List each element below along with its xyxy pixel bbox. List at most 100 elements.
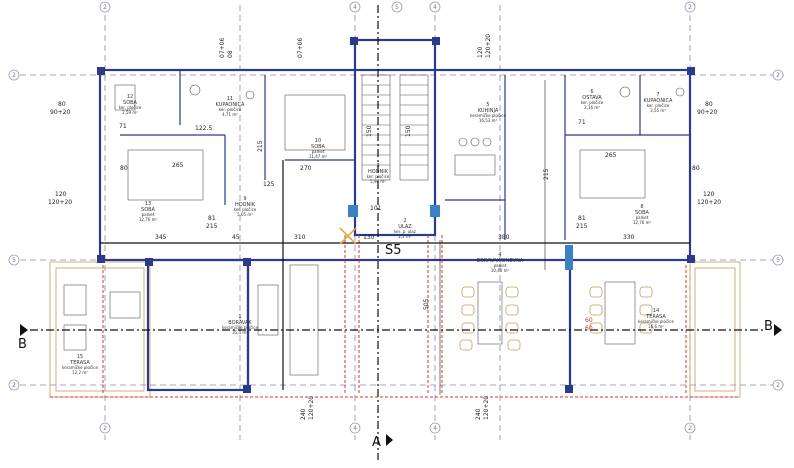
svg-text:BORAVAK/DNEVNA: BORAVAK/DNEVNA — [477, 258, 524, 264]
svg-text:keramičke pločice: keramičke pločice — [470, 113, 506, 118]
svg-text:ker. pločice: ker. pločice — [581, 100, 604, 105]
svg-text:60: 60 — [585, 325, 593, 332]
svg-text:505: 505 — [423, 298, 430, 310]
svg-text:S5: S5 — [385, 243, 402, 258]
svg-text:120: 120 — [477, 46, 484, 58]
room-5: 5 KUHINJA keramičke pločice 16,53 m² — [470, 102, 506, 123]
svg-text:7: 7 — [656, 92, 659, 98]
svg-text:80: 80 — [692, 165, 700, 172]
svg-text:2: 2 — [403, 218, 406, 224]
svg-text:2,16 m²: 2,16 m² — [584, 105, 600, 110]
svg-text:215: 215 — [206, 223, 218, 230]
svg-text:16,53 m²: 16,53 m² — [479, 118, 498, 123]
room-10: 10 SOBA parket 11,47 m² — [309, 138, 328, 159]
svg-text:11: 11 — [227, 96, 233, 102]
svg-text:345: 345 — [155, 234, 167, 241]
room-3: 3 HODNIK ker. pločice 5,90 m² — [367, 163, 390, 184]
svg-text:07+06: 07+06 — [219, 38, 226, 58]
room-6: 6 OSTAVA ker. pločice 2,16 m² — [581, 89, 604, 110]
section-marker-b-left: B — [18, 324, 28, 352]
upper-floor-outline — [50, 235, 740, 398]
svg-text:ker. p. ulaz: ker. p. ulaz — [394, 229, 416, 234]
svg-text:5: 5 — [486, 102, 489, 108]
svg-text:4: 4 — [353, 425, 357, 432]
room-15: 15 TERASA keramičke pločice 12,2 m² — [62, 354, 98, 375]
room-7: 7 KUPAONICA ker. pločice 3,55 m² — [644, 92, 673, 113]
svg-text:HODNIK: HODNIK — [235, 202, 256, 208]
grid-label: 4 — [353, 4, 357, 11]
svg-text:10,40 m²: 10,40 m² — [491, 268, 510, 273]
svg-text:12,76 m²: 12,76 m² — [139, 217, 158, 222]
svg-text:120+20: 120+20 — [485, 34, 492, 58]
svg-text:120: 120 — [55, 191, 67, 198]
svg-text:2: 2 — [12, 72, 16, 79]
svg-text:TERASA: TERASA — [645, 314, 666, 320]
grid-bubbles-left: 2 5 2 — [8, 69, 20, 391]
grid-bubbles-right: 2 5 2 — [772, 69, 784, 391]
svg-text:90+20: 90+20 — [697, 109, 717, 116]
svg-text:parket: parket — [636, 215, 649, 220]
svg-text:6: 6 — [590, 89, 593, 95]
svg-text:90+20: 90+20 — [50, 109, 70, 116]
svg-text:2: 2 — [776, 72, 780, 79]
svg-text:310: 310 — [294, 234, 306, 241]
section-marker-s5: S5 — [339, 227, 402, 258]
svg-text:240: 240 — [475, 408, 482, 420]
room-labels: 12 SOBA ker. pločice 2,59 m² 11 KUPAONIC… — [62, 89, 674, 375]
columns — [97, 37, 695, 393]
grid-label: 2 — [688, 4, 692, 11]
svg-text:parket: parket — [312, 149, 325, 154]
dims-left: 80 90+20 120 120+20 — [48, 101, 72, 206]
svg-text:5: 5 — [776, 257, 780, 264]
svg-text:2: 2 — [103, 425, 107, 432]
svg-text:ker. pločice: ker. pločice — [647, 103, 670, 108]
svg-text:71: 71 — [119, 123, 127, 130]
svg-text:07+06: 07+06 — [297, 38, 304, 58]
svg-text:parket: parket — [494, 263, 507, 268]
svg-text:130: 130 — [363, 234, 375, 241]
svg-text:SOBA: SOBA — [311, 144, 326, 150]
room-11: 11 KUPAONICA ker. pločice 4,71 m² — [216, 96, 245, 117]
svg-text:270: 270 — [300, 165, 312, 172]
room-8: 8 SOBA parket 12,76 m² — [633, 204, 652, 225]
furniture — [114, 84, 685, 376]
svg-text:265: 265 — [172, 162, 184, 169]
svg-text:parket: parket — [142, 212, 155, 217]
svg-text:150: 150 — [366, 125, 373, 137]
svg-text:SOBA: SOBA — [123, 100, 138, 106]
svg-text:KUPAONICA: KUPAONICA — [216, 102, 245, 108]
svg-text:ker. pločice: ker. pločice — [367, 174, 390, 179]
svg-text:81: 81 — [208, 215, 216, 222]
svg-text:240: 240 — [300, 408, 307, 420]
grid-bubbles-bottom: 2 4 4 2 — [99, 422, 696, 434]
svg-text:8: 8 — [640, 204, 643, 210]
dining-chairs-left — [459, 286, 521, 351]
svg-text:120: 120 — [703, 191, 715, 198]
dims-top: 07+06 08 07+06 120 120+20 — [219, 34, 492, 58]
room-9: 9 HODNIK ker. pločice 5,05 m² — [234, 196, 257, 217]
svg-text:120+20: 120+20 — [308, 396, 315, 420]
grid-bubbles-top: 2 4 5 4 2 — [99, 1, 696, 13]
room-13: 13 SOBA parket 12,76 m² — [139, 201, 158, 222]
svg-text:16,6 m²: 16,6 m² — [648, 324, 664, 329]
svg-text:215: 215 — [576, 223, 588, 230]
dims-bottom: 240 120+20 240 120+20 — [300, 396, 490, 420]
svg-text:4,71 m²: 4,71 m² — [222, 112, 238, 117]
svg-text:KUPAONICA: KUPAONICA — [644, 98, 673, 104]
svg-text:215: 215 — [257, 140, 264, 152]
svg-text:120+20: 120+20 — [697, 199, 721, 206]
svg-text:OSTAVA: OSTAVA — [582, 95, 602, 101]
svg-text:A: A — [372, 435, 381, 450]
svg-text:80: 80 — [58, 101, 66, 108]
svg-text:101: 101 — [370, 205, 382, 212]
svg-text:4: 4 — [433, 425, 437, 432]
svg-text:TERASA: TERASA — [69, 360, 90, 366]
room-1: 1 BORAVAK keramičke pločice 35,4 m² — [222, 314, 258, 335]
svg-text:keramičke pločice: keramičke pločice — [222, 325, 258, 330]
grid-label: 5 — [395, 4, 399, 11]
section-lines — [30, 5, 765, 460]
svg-text:125: 125 — [263, 181, 275, 188]
room-4: 4 BORAVAK/DNEVNA parket 10,40 m² — [477, 252, 524, 273]
svg-text:B: B — [764, 319, 773, 334]
